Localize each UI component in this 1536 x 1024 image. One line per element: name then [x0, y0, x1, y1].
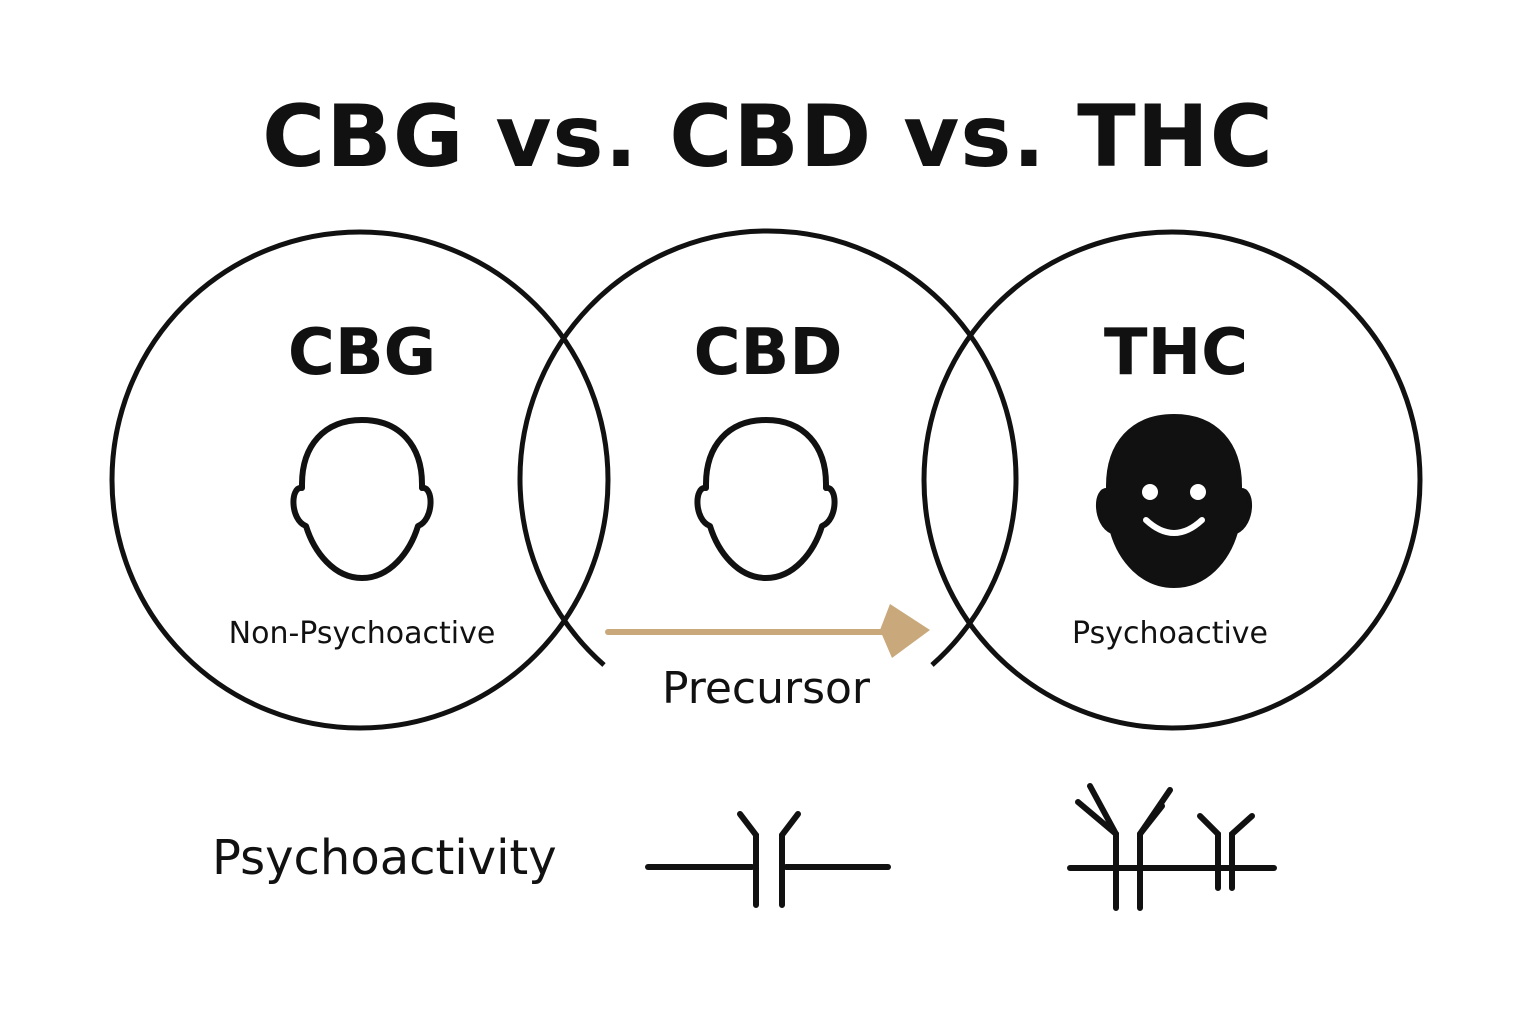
- cbd-circle: [517, 228, 1019, 667]
- neutral-head-outline-icon: [694, 417, 838, 581]
- psychoactivity-label: Psychoactivity: [212, 830, 557, 886]
- cbg-circle: [109, 229, 611, 731]
- single-receptor-icon: [645, 811, 891, 908]
- thc-circle: [921, 229, 1423, 731]
- precursor-arrow: [605, 604, 930, 658]
- cbd-label: CBD: [693, 316, 843, 390]
- smiling-head-filled-icon: [1095, 413, 1253, 589]
- neutral-head-outline-icon: [290, 417, 434, 581]
- precursor-label: Precursor: [661, 663, 871, 714]
- cbg-label: CBG: [287, 316, 437, 390]
- thc-effect-label: Psychoactive: [1072, 616, 1268, 651]
- diagram-title: CBG vs. CBD vs. THC: [262, 87, 1274, 187]
- cbg-effect-label: Non-Psychoactive: [228, 616, 496, 651]
- multiple-receptors-icon: [1067, 783, 1277, 911]
- thc-label: THC: [1103, 316, 1249, 390]
